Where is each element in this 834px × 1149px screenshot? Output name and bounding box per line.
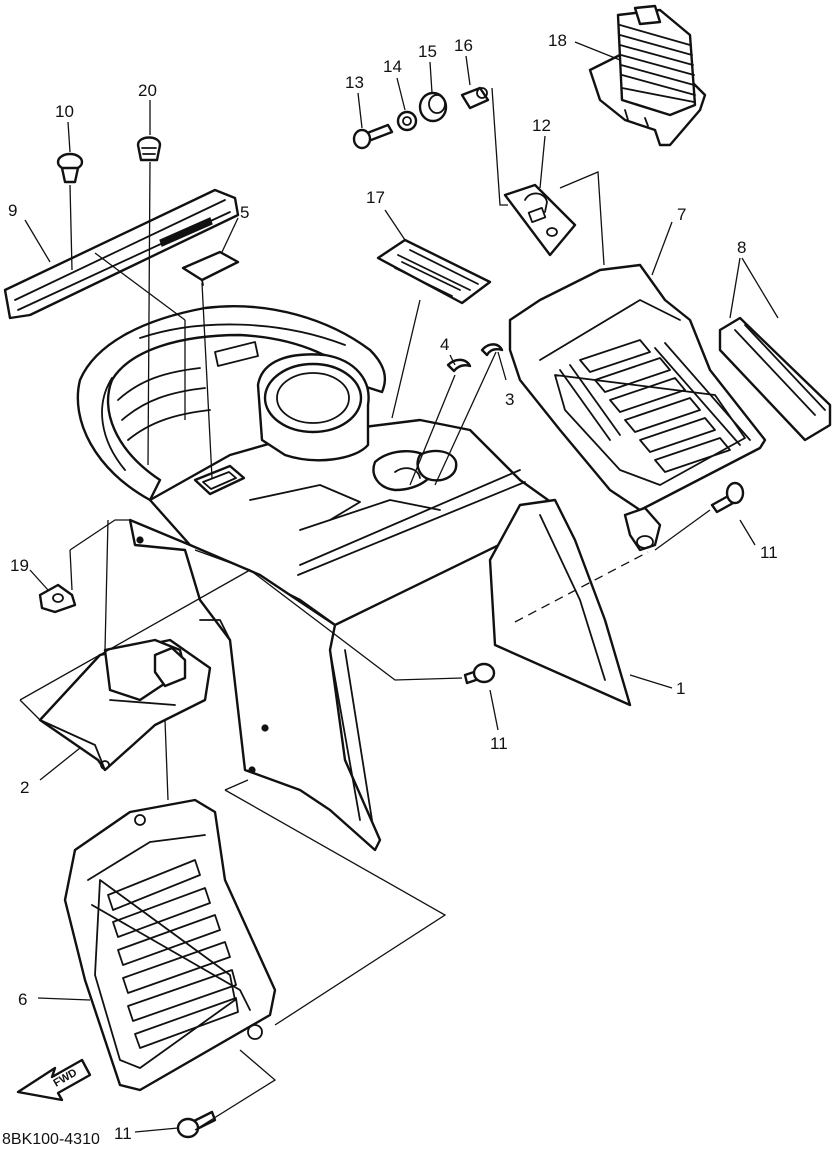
callout-9: 9 xyxy=(8,201,17,220)
part-15-grommet xyxy=(418,91,448,123)
part-4-clip xyxy=(446,358,472,373)
part-6-left-side-cover xyxy=(63,798,277,1092)
part-7-right-side-cover xyxy=(508,263,767,552)
callout-1: 1 xyxy=(676,679,685,698)
callout-15: 15 xyxy=(418,42,437,61)
part-9-bracket xyxy=(3,188,240,320)
callout-7: 7 xyxy=(677,205,686,224)
callout-19: 19 xyxy=(10,556,29,575)
part-3-clip xyxy=(480,343,504,357)
callout-2: 2 xyxy=(20,778,29,797)
callout-14: 14 xyxy=(383,57,402,76)
callout-3: 3 xyxy=(505,390,514,409)
drawing-code: 8BK100-4310 xyxy=(2,1131,100,1148)
callout-4: 4 xyxy=(440,335,449,354)
callout-8: 8 xyxy=(737,238,746,257)
part-11-bolt-c xyxy=(176,1110,217,1139)
callout-11-center: 11 xyxy=(490,734,508,753)
callout-6: 6 xyxy=(18,990,27,1009)
part-10-rivet xyxy=(56,152,84,184)
leader-lines xyxy=(19,41,779,1133)
callout-20: 20 xyxy=(138,81,157,100)
callout-11-bottom: 11 xyxy=(114,1124,132,1143)
part-8-strip xyxy=(718,316,832,442)
part-17-label xyxy=(376,238,492,305)
part-16-collar xyxy=(460,86,490,110)
part-19-clip xyxy=(38,583,77,614)
callout-17: 17 xyxy=(366,188,385,207)
fwd-direction-arrow: FWD xyxy=(16,1058,92,1102)
callout-12: 12 xyxy=(532,116,551,135)
part-11-bolt-a xyxy=(710,481,745,514)
part-20-fastener xyxy=(136,136,162,162)
callout-5: 5 xyxy=(240,203,249,222)
part-2-switch-panel xyxy=(38,638,212,772)
part-12-bracket xyxy=(503,183,577,257)
part-13-bolt xyxy=(352,123,394,150)
part-18-boot xyxy=(588,4,707,147)
part-5-plate xyxy=(181,250,240,286)
callout-18: 18 xyxy=(548,31,567,50)
part-1-front-cowl xyxy=(76,305,632,852)
callout-11-right: 11 xyxy=(760,543,778,562)
callout-numbers: 1 2 3 4 5 6 7 8 9 10 11 11 11 12 13 14 1… xyxy=(8,31,778,1143)
callout-10: 10 xyxy=(55,102,74,121)
callout-13: 13 xyxy=(345,73,364,92)
part-14-washer xyxy=(396,110,418,132)
callout-16: 16 xyxy=(454,36,473,55)
part-11-bolt-b xyxy=(463,662,496,685)
